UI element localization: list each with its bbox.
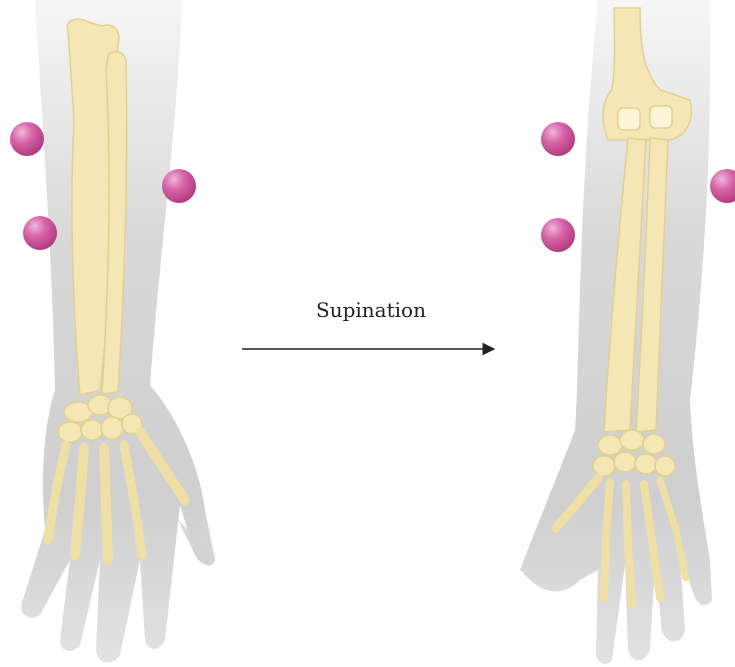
forearm-pronated <box>10 0 215 663</box>
marker-dot <box>162 169 196 203</box>
forearm-supinated <box>520 0 735 664</box>
marker-dot <box>541 122 575 156</box>
marker-dot <box>710 169 735 203</box>
supination-label: Supination <box>306 298 436 322</box>
left-forearm-bones <box>67 19 126 395</box>
marker-dot <box>10 122 44 156</box>
marker-dot <box>23 216 57 250</box>
marker-dot <box>541 218 575 252</box>
